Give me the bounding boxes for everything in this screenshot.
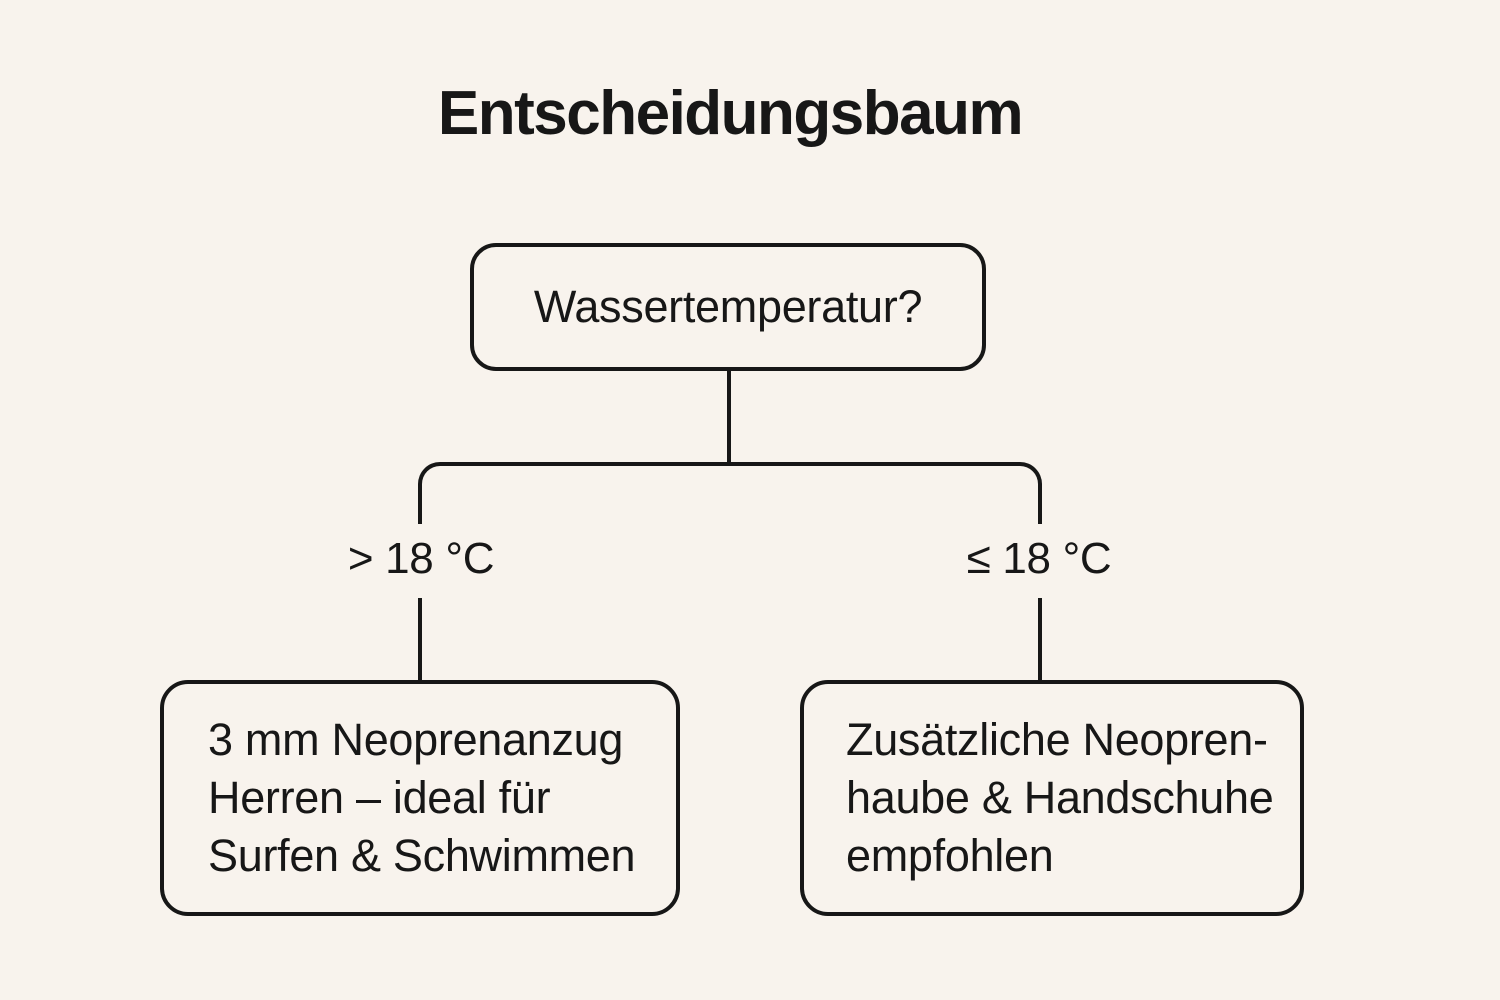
branch-condition-right: ≤ 18 °C (966, 534, 1112, 583)
node-leaf-cold-water: Zusätzliche Neopren- haube & Handschuhe … (800, 680, 1304, 916)
connector-drop-left (418, 598, 422, 682)
node-leaf-cold-water-label: Zusätzliche Neopren- haube & Handschuhe … (846, 714, 1274, 881)
node-root-question: Wassertemperatur? (470, 243, 986, 371)
page-title: Entscheidungsbaum (437, 79, 1024, 148)
node-leaf-warm-water-label: 3 mm Neoprenanzug Herren – ideal für Sur… (208, 714, 636, 881)
connector-branch-rail (418, 462, 1042, 524)
connector-drop-right (1038, 598, 1042, 682)
node-leaf-warm-water: 3 mm Neoprenanzug Herren – ideal für Sur… (160, 680, 680, 916)
branch-condition-left: > 18 °C (347, 534, 495, 583)
node-root-label: Wassertemperatur? (533, 281, 923, 332)
connector-root-stem (727, 370, 731, 464)
